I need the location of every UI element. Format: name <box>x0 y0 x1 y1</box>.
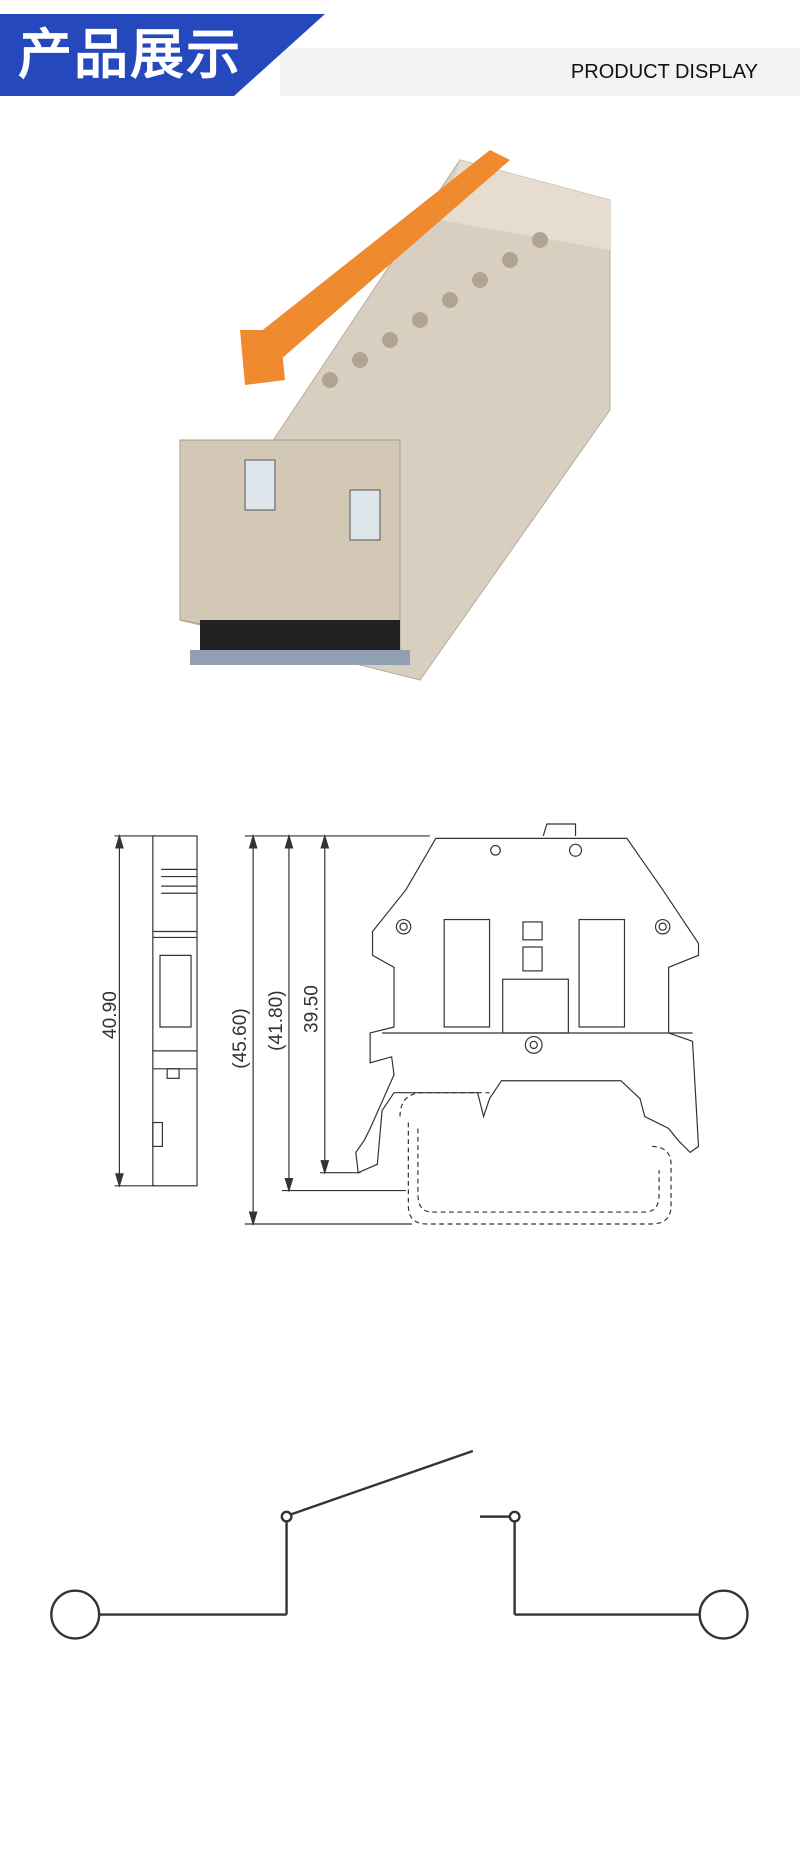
header-band <box>280 48 800 96</box>
dimension-drawing: 40.90 (45.60) (41.80) 39.50 <box>100 823 700 1227</box>
dim-label-side: 40.90 <box>100 991 121 1039</box>
right-terminal-icon <box>698 1589 749 1640</box>
section-subtitle: PRODUCT DISPLAY <box>570 61 758 83</box>
side-view <box>114 833 198 1188</box>
circuit-diagram <box>50 1449 749 1640</box>
dim-label-overall: (45.60) <box>230 1008 251 1069</box>
dim-label-body: 39.50 <box>302 985 323 1033</box>
terminal-block-illustration <box>179 150 611 681</box>
section-title: 产品展示 <box>18 23 242 86</box>
switch-contact-icon <box>508 1510 521 1523</box>
product-photo <box>179 150 611 681</box>
left-terminal-icon <box>50 1589 101 1640</box>
dim-label-mid: (41.80) <box>266 990 287 1051</box>
switch-arm <box>290 1449 474 1516</box>
switch-pivot-icon <box>280 1510 293 1523</box>
front-view <box>244 823 700 1227</box>
